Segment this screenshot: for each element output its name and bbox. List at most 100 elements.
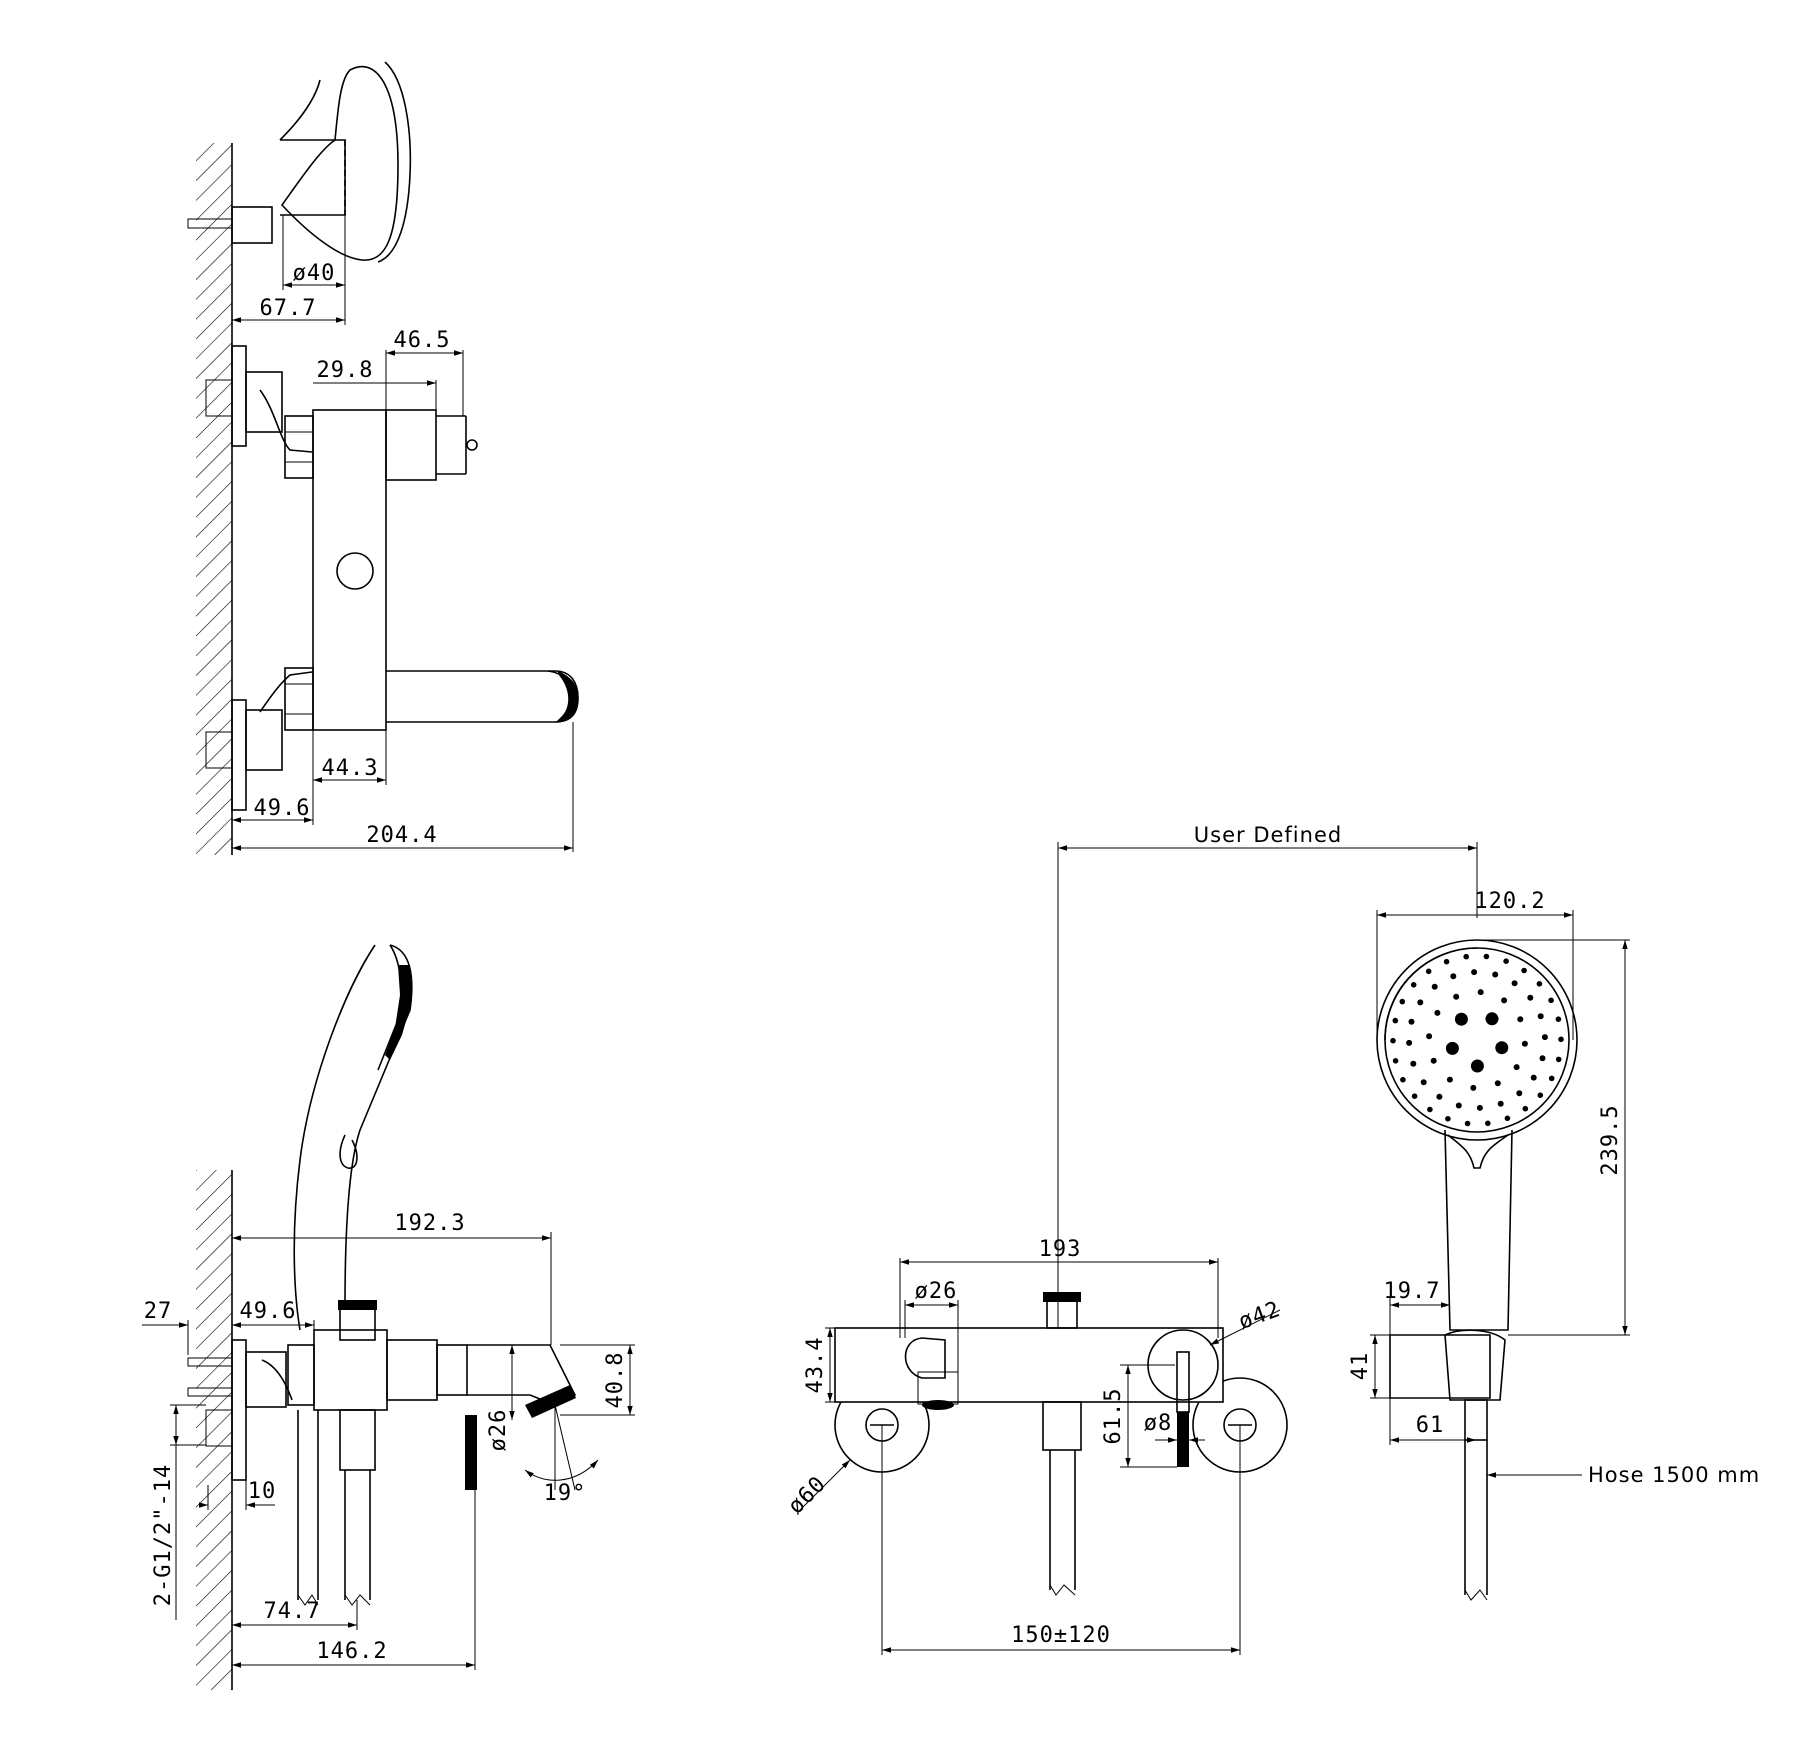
dims-top: 46.5 29.8 44.3 49.6 204.4 [232,328,574,852]
nozzle-dot [1511,980,1518,987]
wall-hatch-top [196,143,232,855]
user-defined-label: User Defined [1194,823,1342,847]
hose-nut-top [339,1304,376,1341]
dim-44-3: 44.3 [322,756,379,781]
nozzle-dot [1495,1041,1509,1055]
holder-body [280,139,346,216]
dim-204-4: 204.4 [366,823,437,848]
nozzle-dot [1521,967,1527,974]
side-view-bottom: 192.3 27 49.6 40.8 ø26 19° 10 [142,944,635,1690]
nozzle-dot [1399,998,1406,1005]
nozzle-dot [1548,1075,1555,1082]
nozzle-dot [1406,1039,1413,1046]
bottom-eccentric [245,709,283,771]
hand-shower-front-edge [344,944,413,1306]
hose-length-note: Hose 1500 mm [1588,1463,1760,1487]
nozzle-dot [1537,1092,1544,1098]
shower-handle [1444,1129,1513,1331]
nozzle-dot [1470,1084,1477,1091]
nozzle-dot [1485,1012,1499,1026]
mixer-body [312,409,387,731]
hand-shower-front: 120.2 239.5 19.7 41 61 Hose 1500 mm [1348,889,1760,1601]
nozzle-dot [1537,1013,1544,1020]
nozzle-dot [1446,1076,1453,1083]
nozzle-dot [1521,1040,1528,1047]
shower-face-nozzles [385,965,412,1060]
hose-nut-top-thread [338,1300,377,1310]
bottom-nut [284,667,314,731]
nozzle-dot [1443,958,1450,965]
wall-holder-assembly: ø40 67.7 [187,61,412,325]
nozzle-dot [1504,1115,1511,1122]
spout-connector-front [1042,1401,1082,1451]
nozzle-dot [1555,1056,1562,1063]
nozzle-dot [1541,1034,1548,1041]
cartridge-b [386,1339,438,1401]
lever-pin [466,439,478,451]
nozzle-dot [1497,1100,1504,1107]
lever-b [436,1344,468,1396]
dim-120-2: 120.2 [1474,889,1545,914]
top-nut [284,415,314,479]
mixer-side-top [205,345,579,811]
nozzle-dot [1470,1059,1484,1073]
nozzle-dot [1454,1012,1468,1026]
top-cap-thread [1043,1292,1081,1302]
nozzle-dot [1503,958,1509,964]
dim-61: 61 [1416,1413,1445,1438]
nozzle-dot [1501,997,1508,1004]
dim-26-front: ø26 [915,1279,958,1304]
dim-67-7: 67.7 [260,296,317,321]
shower-button [339,1134,358,1169]
nozzle-dot [1427,1106,1433,1113]
bottom-escutcheon [231,699,247,811]
nozzle-dot [1417,999,1424,1006]
nozzle-dot [1522,1105,1529,1112]
side-view-top: ø40 67.7 [187,61,579,855]
dim-27: 27 [144,1299,173,1324]
holder-curve [279,79,321,141]
angle-arc [524,1459,599,1481]
nozzle-dot [1558,1036,1564,1043]
lever-grip-front [1177,1412,1189,1467]
hand-shower-back-edge [293,944,376,1331]
shower-outlet-elbow [904,1337,946,1379]
bottom-eccentric-curve [259,671,313,713]
nozzle-dot [1555,1016,1562,1022]
dim-46-5: 46.5 [394,328,451,353]
spray-nozzles [1390,953,1564,1127]
holder-front-cup [1444,1329,1506,1401]
spout-aerator [556,671,579,722]
dim-49-6-top: 49.6 [254,796,311,821]
spout-pipe-break [1049,1584,1076,1596]
hand-shower-side [293,944,413,1341]
nozzle-dot [1483,953,1490,960]
dim-40-8: 40.8 [603,1352,628,1409]
top-inlet-thread [205,379,233,417]
top-cap-front [1046,1297,1078,1329]
escutcheon-b [231,1339,247,1481]
top-eccentric-curve [259,389,313,453]
nozzle-dot [1477,989,1484,996]
lever-handle-b [465,1415,477,1490]
dim-61-5: 61.5 [1101,1388,1126,1445]
dim-42: ø42 [1235,1297,1284,1335]
bottom-inlet-thread [205,731,233,769]
nozzle-dot [1464,1120,1471,1127]
nozzle-dot [1408,1018,1415,1025]
dim-10: 10 [248,1479,277,1504]
nozzle-dot [1450,973,1457,980]
pipe-break-2 [344,1594,371,1606]
nozzle-dot [1434,1009,1441,1016]
shower-head-edge [377,61,412,263]
nozzle-dot [1471,969,1478,976]
dim-26-side: ø26 [486,1409,511,1452]
nozzle-dot [1431,983,1438,990]
top-eccentric [245,371,283,433]
screw-b2 [187,1387,233,1397]
dim-8: ø8 [1144,1411,1173,1436]
dim-43-4: 43.4 [803,1337,828,1394]
dim-146-2: 146.2 [316,1639,387,1664]
dim-19-7: 19.7 [1384,1279,1441,1304]
